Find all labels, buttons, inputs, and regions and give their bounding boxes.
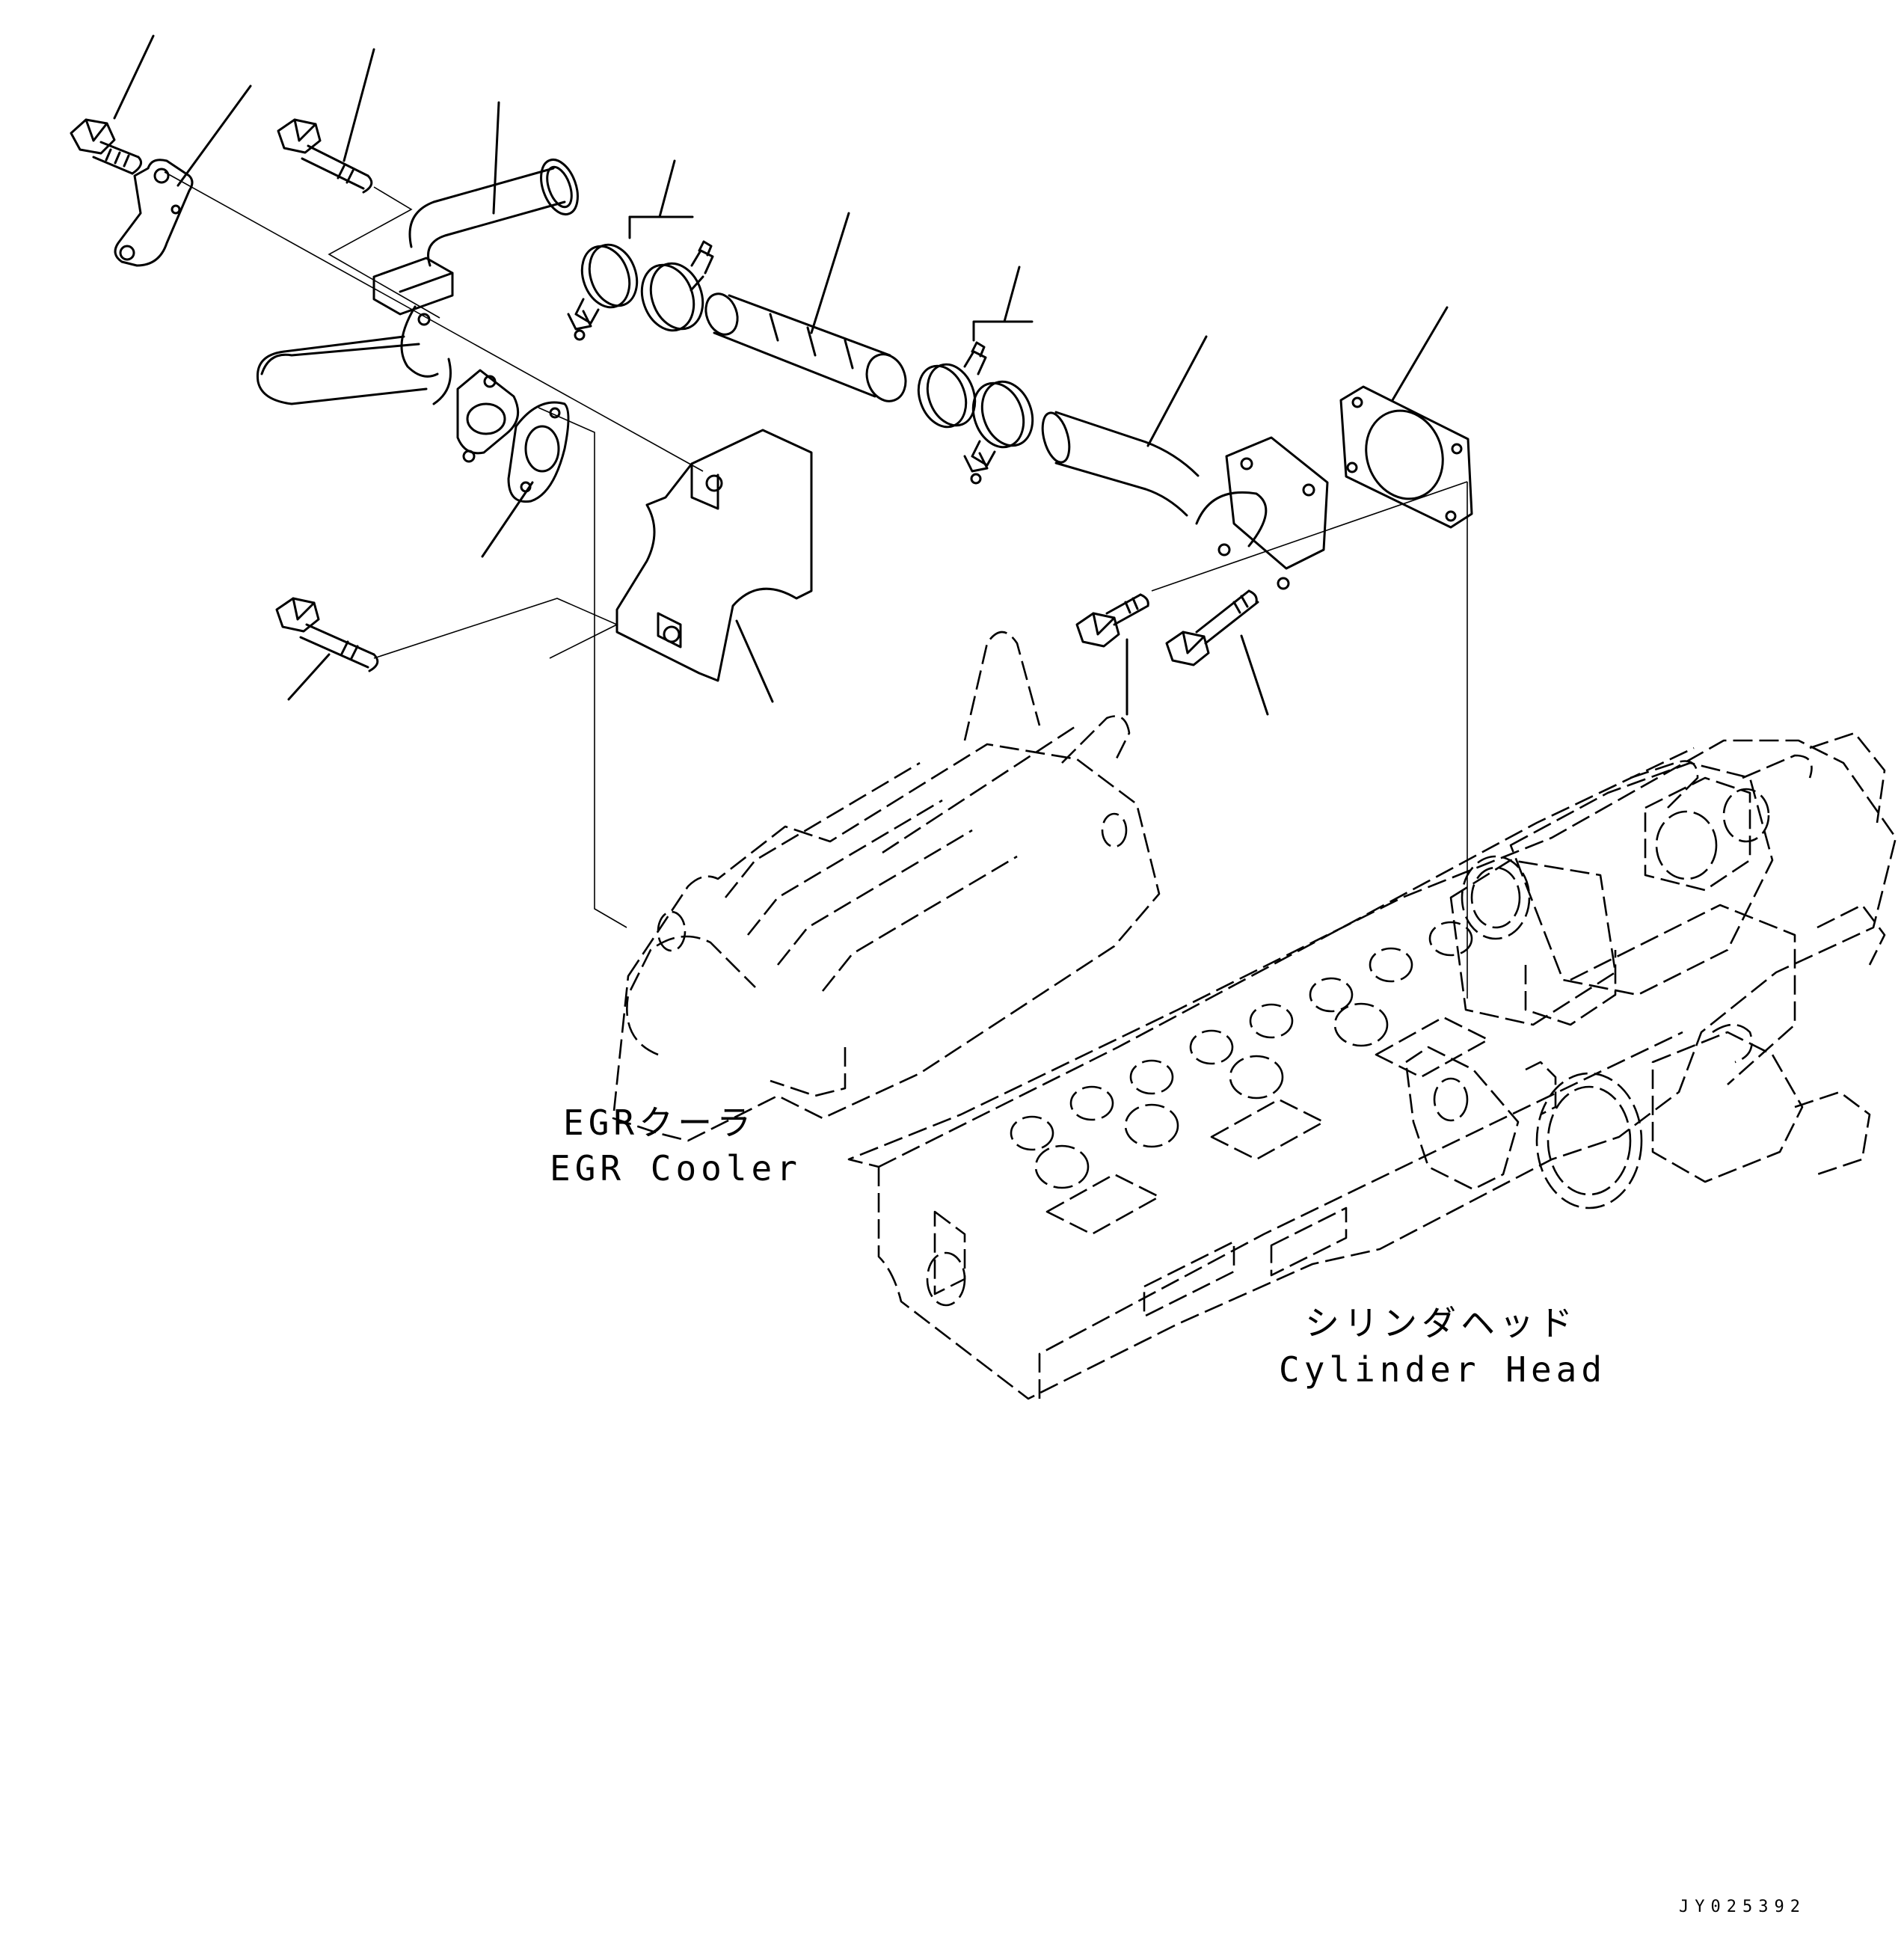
part-labels: EGRクーラ EGR Cooler シリンダヘッド Cylinder Head … <box>550 1103 1806 1916</box>
hose-clamps-icon <box>567 240 714 341</box>
egr-cooler-label-en: EGR Cooler <box>550 1148 802 1189</box>
egr-cooler-label-jp: EGRクーラ <box>563 1103 755 1143</box>
gasket-icon <box>507 401 570 503</box>
callout-leaders <box>113 34 1449 716</box>
bolt-icon <box>275 597 379 672</box>
gasket-icon <box>1339 385 1473 529</box>
water-pipe-icon <box>256 159 579 463</box>
flange-bolt-icon <box>70 118 143 175</box>
short-bolt-icon <box>1075 593 1149 648</box>
cylinder-head-outline <box>847 732 1897 1400</box>
outlet-pipe-icon <box>1041 411 1329 590</box>
bolt-icon <box>1165 589 1259 666</box>
assembly-lines <box>164 171 1468 999</box>
long-bolt-icon <box>277 118 373 194</box>
plate-bracket-icon <box>615 429 813 682</box>
cylinder-head-label-jp: シリンダヘッド <box>1305 1303 1577 1343</box>
hose-clamps-icon <box>917 341 1034 485</box>
cylinder-head-label-en: Cylinder Head <box>1279 1349 1606 1390</box>
egr-cooler-outline <box>612 631 1161 1142</box>
drawing-code: JY025392 <box>1679 1898 1806 1916</box>
rubber-hose-icon <box>704 292 907 402</box>
bracket-icon <box>114 159 194 267</box>
